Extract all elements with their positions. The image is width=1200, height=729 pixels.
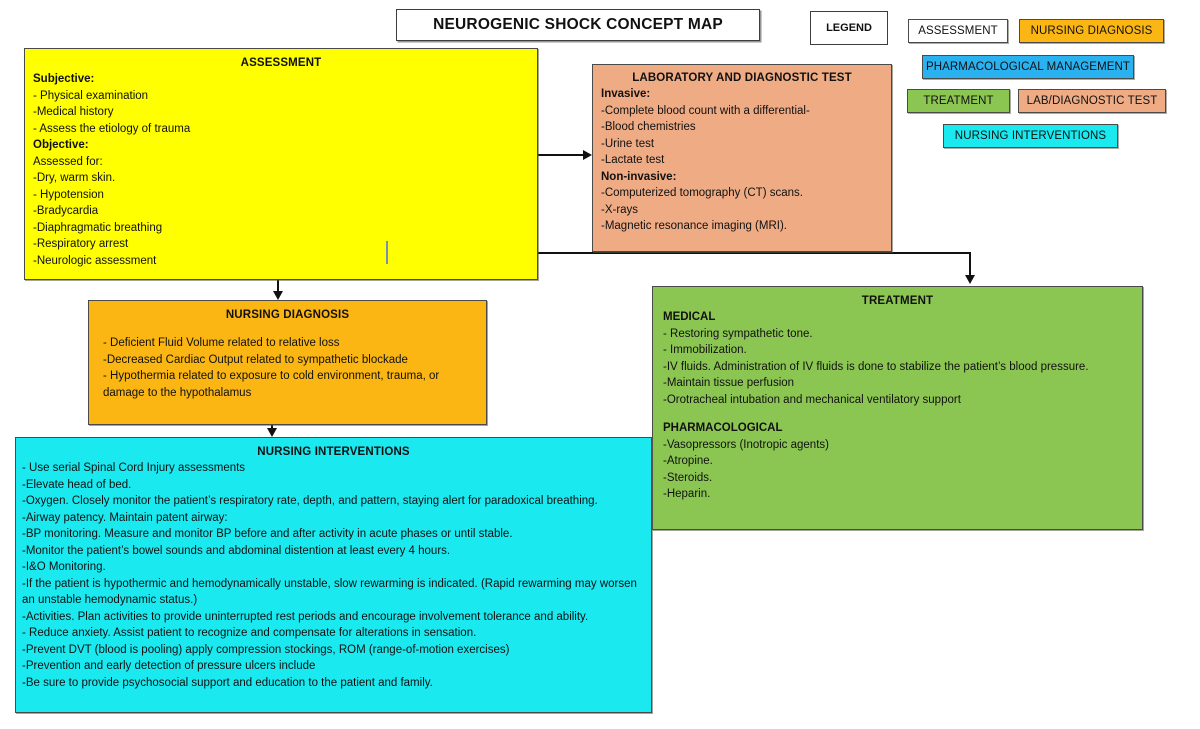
list-item: -Computerized tomography (CT) scans. (601, 187, 803, 199)
list-item: -Magnetic resonance imaging (MRI). (601, 220, 787, 232)
list-item: -Maintain tissue perfusion (663, 377, 795, 389)
list-item: -Oxygen. Closely monitor the patient’s r… (22, 495, 598, 507)
list-item: - Restoring sympathetic tone. (663, 327, 813, 340)
list-item: -Complete blood count with a differentia… (601, 104, 810, 117)
interventions-body: - Use serial Spinal Cord Injury assessme… (22, 460, 645, 691)
legend-chip-label: ASSESSMENT (918, 25, 998, 37)
list-item: -Heparin. (663, 488, 711, 500)
assessment-body: Subjective: - Physical examination -Medica… (33, 71, 529, 269)
list-item (103, 323, 472, 335)
list-item: -Medical history (33, 106, 114, 118)
arrowhead-assessment-to-diagnosis (273, 291, 283, 300)
legend-chip-label: NURSING DIAGNOSIS (1030, 25, 1153, 37)
arrowhead-diagnosis-to-interventions (267, 428, 277, 437)
list-item: -Monitor the patient’s bowel sounds and … (22, 544, 451, 557)
connector-assessment-to-treatment-vertical (969, 252, 971, 277)
list-item: -Diaphragmatic breathing (33, 221, 163, 234)
legend-chip-label: NURSING INTERVENTIONS (954, 130, 1107, 142)
nursing-interventions-box[interactable]: NURSING INTERVENTIONS - Use serial Spina… (15, 437, 652, 713)
list-item: -Bradycardia (33, 205, 99, 217)
legend-chip-label: TREATMENT (923, 95, 994, 107)
arrowhead-assessment-to-lab (583, 150, 592, 160)
arrowhead-assessment-to-treatment (965, 275, 975, 284)
treatment-box[interactable]: TREATMENT MEDICAL - Restoring sympathetic… (652, 286, 1143, 530)
list-item: Objective: (33, 139, 89, 151)
list-item: - Immobilization. (663, 344, 747, 356)
treatment-title: TREATMENT (861, 295, 934, 307)
list-item: -Dry, warm skin. (33, 172, 116, 184)
list-item: -Lactate test (601, 154, 665, 166)
list-item: Assessed for: (33, 155, 103, 168)
list-item: -BP monitoring. Measure and monitor BP b… (22, 528, 513, 540)
legend-label: LEGEND (810, 11, 888, 45)
list-item: - Deficient Fluid Volume related to rela… (103, 337, 340, 349)
list-item: -I&O Monitoring. (22, 561, 106, 573)
nursing-diagnosis-box[interactable]: NURSING DIAGNOSIS - Deficient Fluid Volu… (88, 300, 487, 425)
list-item: - Hypotension (33, 188, 104, 201)
list-item: -Elevate head of bed. (22, 478, 132, 491)
list-item: Subjective: (33, 73, 95, 85)
list-item: -Blood chemistries (601, 121, 696, 133)
list-item (663, 408, 1132, 420)
assessment-title: ASSESSMENT (240, 57, 322, 69)
legend-chip-pharmacological-management: PHARMACOLOGICAL MANAGEMENT (922, 55, 1134, 79)
list-item: -Respiratory arrest (33, 238, 129, 250)
list-item: -Vasopressors (Inotropic agents) (663, 438, 829, 451)
connector-assessment-to-treatment-horizontal (538, 252, 971, 254)
list-item: -Orotracheal intubation and mechanical v… (663, 393, 961, 406)
list-item: -X-rays (601, 203, 639, 216)
lab-diagnostic-test-box[interactable]: LABORATORY AND DIAGNOSTIC TEST Invasive:… (592, 64, 892, 252)
list-item: - Reduce anxiety. Assist patient to reco… (22, 627, 477, 639)
assessment-box[interactable]: ASSESSMENT Subjective: - Physical examina… (24, 48, 538, 280)
list-item: -Be sure to provide psychosocial support… (22, 676, 433, 689)
list-item: -Activities. Plan activities to provide … (22, 610, 589, 623)
list-item: PHARMACOLOGICAL (663, 422, 783, 434)
legend-chip-nursing-diagnosis: NURSING DIAGNOSIS (1019, 19, 1164, 43)
list-item: - Physical examination (33, 89, 149, 102)
list-item: -IV fluids. Administration of IV fluids … (663, 360, 1089, 373)
list-item: -Atropine. (663, 455, 713, 467)
list-item: -Urine test (601, 137, 655, 150)
list-item: -Prevention and early detection of press… (22, 660, 316, 672)
list-item: -Neurologic assessment (33, 254, 157, 267)
connector-assessment-to-lab (538, 154, 586, 156)
list-item: - Assess the etiology of trauma (33, 122, 191, 135)
diagnosis-body: - Deficient Fluid Volume related to rela… (103, 323, 472, 401)
diagnosis-title: NURSING DIAGNOSIS (225, 309, 350, 321)
lab-title: LABORATORY AND DIAGNOSTIC TEST (632, 72, 852, 84)
legend-chip-treatment: TREATMENT (907, 89, 1010, 113)
legend-chip-label: LAB/DIAGNOSTIC TEST (1026, 95, 1158, 107)
list-item: - Use serial Spinal Cord Injury assessme… (22, 462, 246, 474)
list-item: -If the patient is hypothermic and hemod… (22, 577, 637, 607)
list-item: MEDICAL (663, 311, 716, 323)
connector-assessment-to-diagnosis (277, 280, 279, 293)
list-item: -Prevent DVT (blood is pooling) apply co… (22, 643, 510, 656)
legend-chip-assessment: ASSESSMENT (908, 19, 1008, 43)
list-item: Invasive: (601, 88, 651, 100)
legend-chip-label: PHARMACOLOGICAL MANAGEMENT (925, 61, 1131, 73)
lab-body: Invasive: -Complete blood count with a di… (601, 86, 883, 235)
legend-chip-lab-diagnostic-test: LAB/DIAGNOSTIC TEST (1018, 89, 1166, 113)
text-cursor-artifact (386, 241, 388, 264)
page-title: NEUROGENIC SHOCK CONCEPT MAP (396, 9, 760, 41)
list-item: -Decreased Cardiac Output related to sym… (103, 353, 408, 366)
list-item: -Airway patency. Maintain patent airway: (22, 511, 228, 524)
list-item: Non-invasive: (601, 170, 677, 183)
treatment-body: MEDICAL - Restoring sympathetic tone. - Im… (663, 309, 1132, 503)
interventions-title: NURSING INTERVENTIONS (257, 446, 410, 458)
list-item: - Hypothermia related to exposure to col… (103, 370, 440, 399)
list-item: -Steroids. (663, 471, 713, 484)
legend-chip-nursing-interventions: NURSING INTERVENTIONS (943, 124, 1118, 148)
